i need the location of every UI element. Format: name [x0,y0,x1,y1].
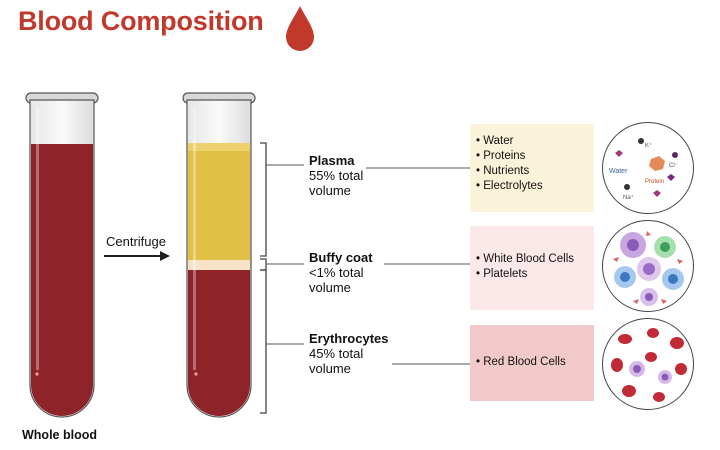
plasma-circle-illustration: K⁺ Cl⁻ Water Protein Na⁺ [602,122,694,214]
layer-desc-line: 55% total [309,168,364,183]
buffy-coat-components-box: White Blood Cells Platelets [470,226,594,310]
plasma-description: Plasma 55% total volume [309,153,409,198]
brackets [260,142,267,414]
layer-name: Plasma [309,153,355,168]
erythrocytes-components-box: Red Blood Cells [470,325,594,401]
buffy-coat-circle-illustration [602,220,694,312]
separated-tube [182,92,256,418]
list-item: Red Blood Cells [476,355,594,370]
k-ion-label: K⁺ [645,142,652,149]
layer-name: Buffy coat [309,250,373,265]
cl-ion-label: Cl⁻ [669,163,678,169]
list-item: Nutrients [476,164,594,179]
whole-blood-tube [25,92,99,418]
list-item: Water [476,134,594,149]
page-title: Blood Composition [18,6,264,36]
layer-desc-line: volume [309,280,351,295]
list-item: Electrolytes [476,179,594,194]
erythrocytes-circle-illustration [602,318,694,410]
water-label: Water [609,168,628,175]
whole-blood-label: Whole blood [22,428,97,442]
list-item: Platelets [476,267,594,282]
protein-label: Protein [645,179,664,185]
erythrocytes-description: Erythrocytes 45% total volume [309,331,409,376]
list-item: Proteins [476,149,594,164]
centrifuge-arrow [104,251,170,261]
layer-desc-line: 45% total [309,346,364,361]
plasma-components-box: Water Proteins Nutrients Electrolytes [470,124,594,212]
blood-drop-icon [286,6,314,51]
layer-desc-line: <1% total [309,265,364,280]
buffy-coat-layer [188,260,250,270]
connector-lines [266,164,470,365]
list-item: White Blood Cells [476,252,594,267]
erythrocyte-layer [188,270,250,416]
centrifuge-label: Centrifuge [106,234,166,249]
layer-name: Erythrocytes [309,331,389,346]
plasma-layer [188,143,250,260]
layer-desc-line: volume [309,361,351,376]
na-ion-label: Na⁺ [623,194,634,201]
buffy-coat-description: Buffy coat <1% total volume [309,250,409,295]
layer-desc-line: volume [309,183,351,198]
